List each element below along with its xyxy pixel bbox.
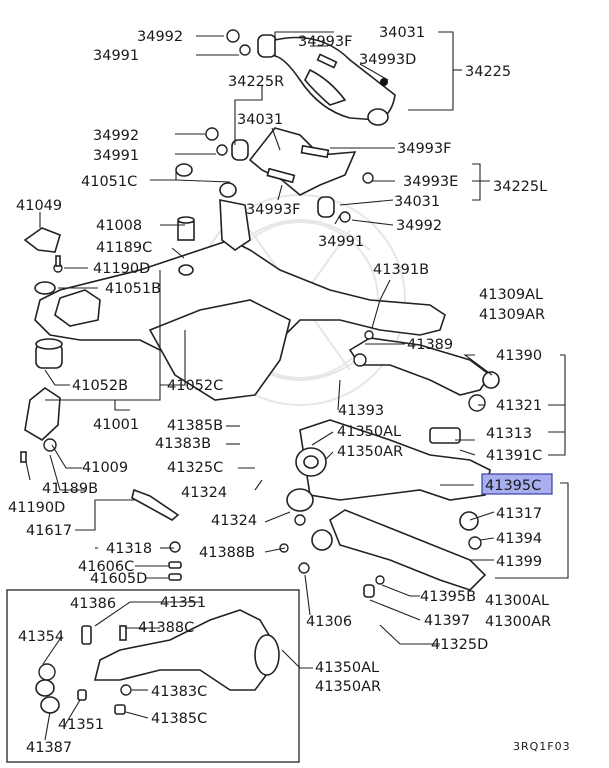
label-41052B: 41052B: [72, 378, 128, 394]
upper-arm-34225R-drawing: [226, 29, 396, 126]
highlight-box[interactable]: [481, 473, 553, 495]
label-41351: 41351: [160, 595, 206, 611]
label-41383B: 41383B: [155, 436, 211, 452]
label-41324: 41324: [211, 513, 257, 529]
label-41399: 41399: [496, 554, 542, 570]
bushings-41052-drawing: [20, 338, 63, 463]
label-41190D: 41190D: [93, 261, 150, 277]
label-41391C: 41391C: [486, 448, 542, 464]
label-41383C: 41383C: [151, 684, 207, 700]
trailing-arm-41313-drawing: [286, 419, 491, 526]
label-41385B: 41385B: [167, 418, 223, 434]
label-41321: 41321: [496, 398, 542, 414]
label-41390: 41390: [496, 348, 542, 364]
label-34993F: 34993F: [298, 34, 352, 50]
label-41325D: 41325D: [431, 637, 488, 653]
label-41300AL: 41300AL: [485, 593, 549, 609]
label-41325C: 41325C: [167, 460, 223, 476]
label-41008: 41008: [96, 218, 142, 234]
label-41391B: 41391B: [373, 262, 429, 278]
label-41009: 41009: [82, 460, 128, 476]
label-41617: 41617: [26, 523, 72, 539]
label-34992: 34992: [137, 29, 183, 45]
label-41393: 41393: [338, 403, 384, 419]
label-41313: 41313: [486, 426, 532, 442]
label-41051C: 41051C: [81, 174, 137, 190]
label-41189B: 41189B: [42, 481, 98, 497]
label-34031: 34031: [379, 25, 425, 41]
label-41189C: 41189C: [96, 240, 152, 256]
label-34993E: 34993E: [403, 174, 458, 190]
label-34992: 34992: [93, 128, 139, 144]
label-41386: 41386: [70, 596, 116, 612]
label-41309AR: 41309AR: [479, 307, 545, 323]
label-41309AL: 41309AL: [479, 287, 543, 303]
label-41350AR: 41350AR: [315, 679, 381, 695]
label-34991: 34991: [93, 148, 139, 164]
label-41354: 41354: [18, 629, 64, 645]
label-41001: 41001: [93, 417, 139, 433]
label-41049: 41049: [16, 198, 62, 214]
label-41350AL: 41350AL: [315, 660, 379, 676]
label-41300AR: 41300AR: [485, 614, 551, 630]
part-labels: 34992 34991 34031 34993F 34993D 34225 34…: [8, 25, 571, 756]
label-34225L: 34225L: [493, 179, 547, 195]
label-34993F: 34993F: [397, 141, 451, 157]
label-41350AR: 41350AR: [337, 444, 403, 460]
toe-link-41617-drawing: [131, 488, 182, 581]
label-41351: 41351: [58, 717, 104, 733]
label-41395B: 41395B: [420, 589, 476, 605]
label-41397: 41397: [424, 613, 470, 629]
label-34993F: 34993F: [246, 202, 300, 218]
label-41350AL: 41350AL: [337, 424, 401, 440]
label-41190D: 41190D: [8, 500, 65, 516]
label-41317: 41317: [496, 506, 542, 522]
label-41324: 41324: [181, 485, 227, 501]
label-34991: 34991: [318, 234, 364, 250]
knuckle-inset-frame: [6, 589, 300, 763]
lower-link-41300-drawing: [279, 509, 487, 598]
label-41052C: 41052C: [167, 378, 223, 394]
label-41395C: 41395C: [485, 478, 541, 494]
label-41389: 41389: [407, 337, 453, 353]
label-41306: 41306: [306, 614, 352, 630]
label-41051B: 41051B: [105, 281, 161, 297]
label-34225R: 34225R: [228, 74, 284, 90]
label-41388B: 41388B: [199, 545, 255, 561]
label-34991: 34991: [93, 48, 139, 64]
label-41394: 41394: [496, 531, 542, 547]
label-41385C: 41385C: [151, 711, 207, 727]
label-34992: 34992: [396, 218, 442, 234]
leader-lines: [25, 31, 569, 741]
figure-code: 3RQ1F03: [513, 740, 571, 753]
label-34031: 34031: [394, 194, 440, 210]
label-34225: 34225: [465, 64, 511, 80]
lower-arm-41309-drawing: [348, 330, 500, 412]
label-41605D: 41605D: [90, 571, 147, 587]
label-34993D: 34993D: [359, 52, 416, 68]
label-41388C: 41388C: [138, 620, 194, 636]
label-41606C: 41606C: [78, 559, 134, 575]
upper-arm-34225L-drawing: [205, 127, 374, 223]
label-41387: 41387: [26, 740, 72, 756]
label-41318: 41318: [106, 541, 152, 557]
label-34031: 34031: [237, 112, 283, 128]
